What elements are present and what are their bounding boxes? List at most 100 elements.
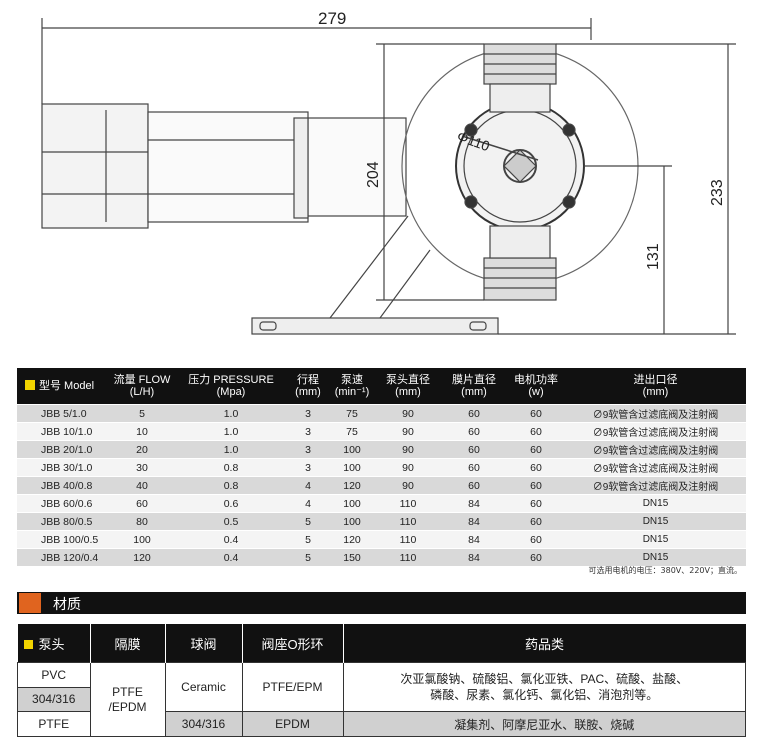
spec-cell: 10 — [109, 422, 175, 441]
ball-valve-ceramic: Ceramic — [164, 661, 243, 713]
spec-cell: 3 — [287, 404, 329, 423]
seat-epdm: EPDM — [241, 711, 344, 737]
spec-cell: 60 — [507, 494, 565, 513]
spec-cell: 60 — [507, 440, 565, 459]
spec-cell: 0.4 — [175, 548, 287, 566]
spec-cell: 80 — [109, 512, 175, 531]
spec-cell: 75 — [329, 422, 375, 441]
spec-cell: 1.0 — [175, 440, 287, 459]
seat-ptfe-epm: PTFE/EPM — [241, 661, 344, 713]
spec-cell: 84 — [441, 512, 507, 531]
dim-height-233: 233 — [709, 179, 726, 206]
spec-cell: 100 — [329, 458, 375, 477]
spec-cell: 90 — [375, 476, 441, 495]
port-size-cell: ∅9软管含过滤底阀及注射阀 — [565, 404, 746, 423]
spec-cell: 60 — [507, 530, 565, 549]
spec-cell: 90 — [375, 440, 441, 459]
spec-cell: 0.5 — [175, 512, 287, 531]
spec-cell: 4 — [287, 476, 329, 495]
chemicals-group-2: 凝集剂、阿摩尼亚水、联胺、烧碱 — [342, 711, 746, 737]
spec-cell: 5 — [287, 548, 329, 566]
spec-cell: 3 — [287, 440, 329, 459]
port-size-cell: ∅9软管含过滤底阀及注射阀 — [565, 440, 746, 459]
ball-valve-steel: 304/316 — [164, 711, 243, 737]
voltage-note: 可选用电机的电压：380V、220V；直流。 — [588, 566, 742, 575]
port-size-cell: ∅9软管含过滤底阀及注射阀 — [565, 476, 746, 495]
header-head-diameter: 泵头直径(mm) — [375, 368, 441, 405]
spec-cell: 60 — [441, 404, 507, 423]
header-stroke: 行程(mm) — [287, 368, 329, 405]
spec-table: 型号 Model 流量 FLOW(L/H) 压力 PRESSURE(Mpa) 行… — [17, 368, 746, 566]
spec-cell: 90 — [375, 404, 441, 423]
yellow-marker — [25, 380, 35, 390]
diaphragm-material: PTFE /EPDM — [89, 662, 166, 737]
spec-cell: 1.0 — [175, 404, 287, 423]
port-size-cell: DN15 — [565, 512, 746, 531]
spec-cell: 60 — [507, 476, 565, 495]
spec-cell: 0.4 — [175, 530, 287, 549]
model-cell: JBB 80/0.5 — [17, 512, 109, 531]
model-cell: JBB 5/1.0 — [17, 404, 109, 423]
spec-cell: 100 — [329, 512, 375, 531]
spec-cell: 100 — [329, 440, 375, 459]
spec-cell: 150 — [329, 548, 375, 566]
dim-height-204: 204 — [365, 161, 382, 188]
spec-cell: 60 — [441, 440, 507, 459]
spec-cell: 90 — [375, 458, 441, 477]
header-seat-oring: 阀座O形环 — [242, 624, 344, 663]
spec-cell: 60 — [507, 404, 565, 423]
spec-cell: 30 — [109, 458, 175, 477]
model-cell: JBB 120/0.4 — [17, 548, 109, 566]
header-pressure: 压力 PRESSURE(Mpa) — [175, 368, 287, 405]
spec-cell: 3 — [287, 422, 329, 441]
spec-cell: 0.8 — [175, 458, 287, 477]
model-cell: JBB 60/0.6 — [17, 494, 109, 513]
spec-cell: 120 — [109, 548, 175, 566]
spec-cell: 20 — [109, 440, 175, 459]
spec-cell: 4 — [287, 494, 329, 513]
materials-table: 泵头 隔膜 球阀 阀座O形环 药品类 PVC PTFE /EPDM Cerami… — [17, 624, 746, 737]
model-cell: JBB 10/1.0 — [17, 422, 109, 441]
port-size-cell: DN15 — [565, 548, 746, 566]
spec-header-row: 型号 Model 流量 FLOW(L/H) 压力 PRESSURE(Mpa) 行… — [17, 368, 746, 405]
spec-cell: 100 — [329, 494, 375, 513]
spec-cell: 60 — [441, 458, 507, 477]
materials-header-row: 泵头 隔膜 球阀 阀座O形环 药品类 — [17, 624, 746, 663]
spec-cell: 100 — [109, 530, 175, 549]
spec-cell: 120 — [329, 476, 375, 495]
header-ball-valve: 球阀 — [165, 624, 243, 663]
dim-height-131: 131 — [645, 243, 662, 270]
materials-title: 材质 — [53, 597, 81, 613]
spec-cell: 110 — [375, 548, 441, 566]
spec-cell: 90 — [375, 422, 441, 441]
spec-cell: 110 — [375, 512, 441, 531]
pump-head-steel: 304/316 — [17, 686, 91, 713]
spec-cell: 5 — [287, 512, 329, 531]
spec-cell: 60 — [507, 458, 565, 477]
header-flow: 流量 FLOW(L/H) — [109, 368, 175, 405]
port-size-cell: DN15 — [565, 530, 746, 549]
header-diaphragm-diameter: 膜片直径(mm) — [441, 368, 507, 405]
model-cell: JBB 30/1.0 — [17, 458, 109, 477]
spec-cell: 40 — [109, 476, 175, 495]
orange-marker — [19, 593, 41, 613]
model-cell: JBB 20/1.0 — [17, 440, 109, 459]
spec-cell: 60 — [109, 494, 175, 513]
pump-head-ptfe: PTFE — [17, 711, 91, 737]
spec-cell: 84 — [441, 548, 507, 566]
spec-cell: 3 — [287, 458, 329, 477]
header-chemicals: 药品类 — [343, 624, 746, 663]
spec-cell: 60 — [507, 422, 565, 441]
spec-cell: 5 — [287, 530, 329, 549]
header-speed: 泵速(min⁻¹) — [329, 368, 375, 405]
model-cell: JBB 100/0.5 — [17, 530, 109, 549]
spec-cell: 84 — [441, 494, 507, 513]
model-cell: JBB 40/0.8 — [17, 476, 109, 495]
spec-cell: 60 — [507, 512, 565, 531]
